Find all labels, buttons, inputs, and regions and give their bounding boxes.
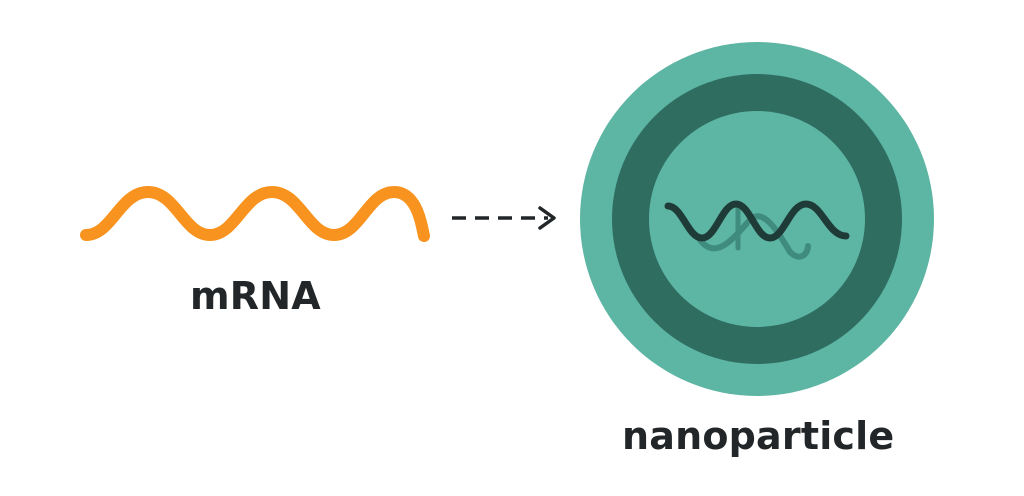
- encapsulated-rna-icon: [664, 200, 850, 260]
- dashed-arrow-icon: [452, 206, 556, 230]
- cargo-strand-front: [664, 200, 850, 242]
- cargo-strand-back: [697, 213, 811, 260]
- nanoparticle-label: nanoparticle: [622, 414, 895, 458]
- wavy-strand-icon: [80, 186, 430, 242]
- mrna-label: mRNA: [190, 274, 321, 318]
